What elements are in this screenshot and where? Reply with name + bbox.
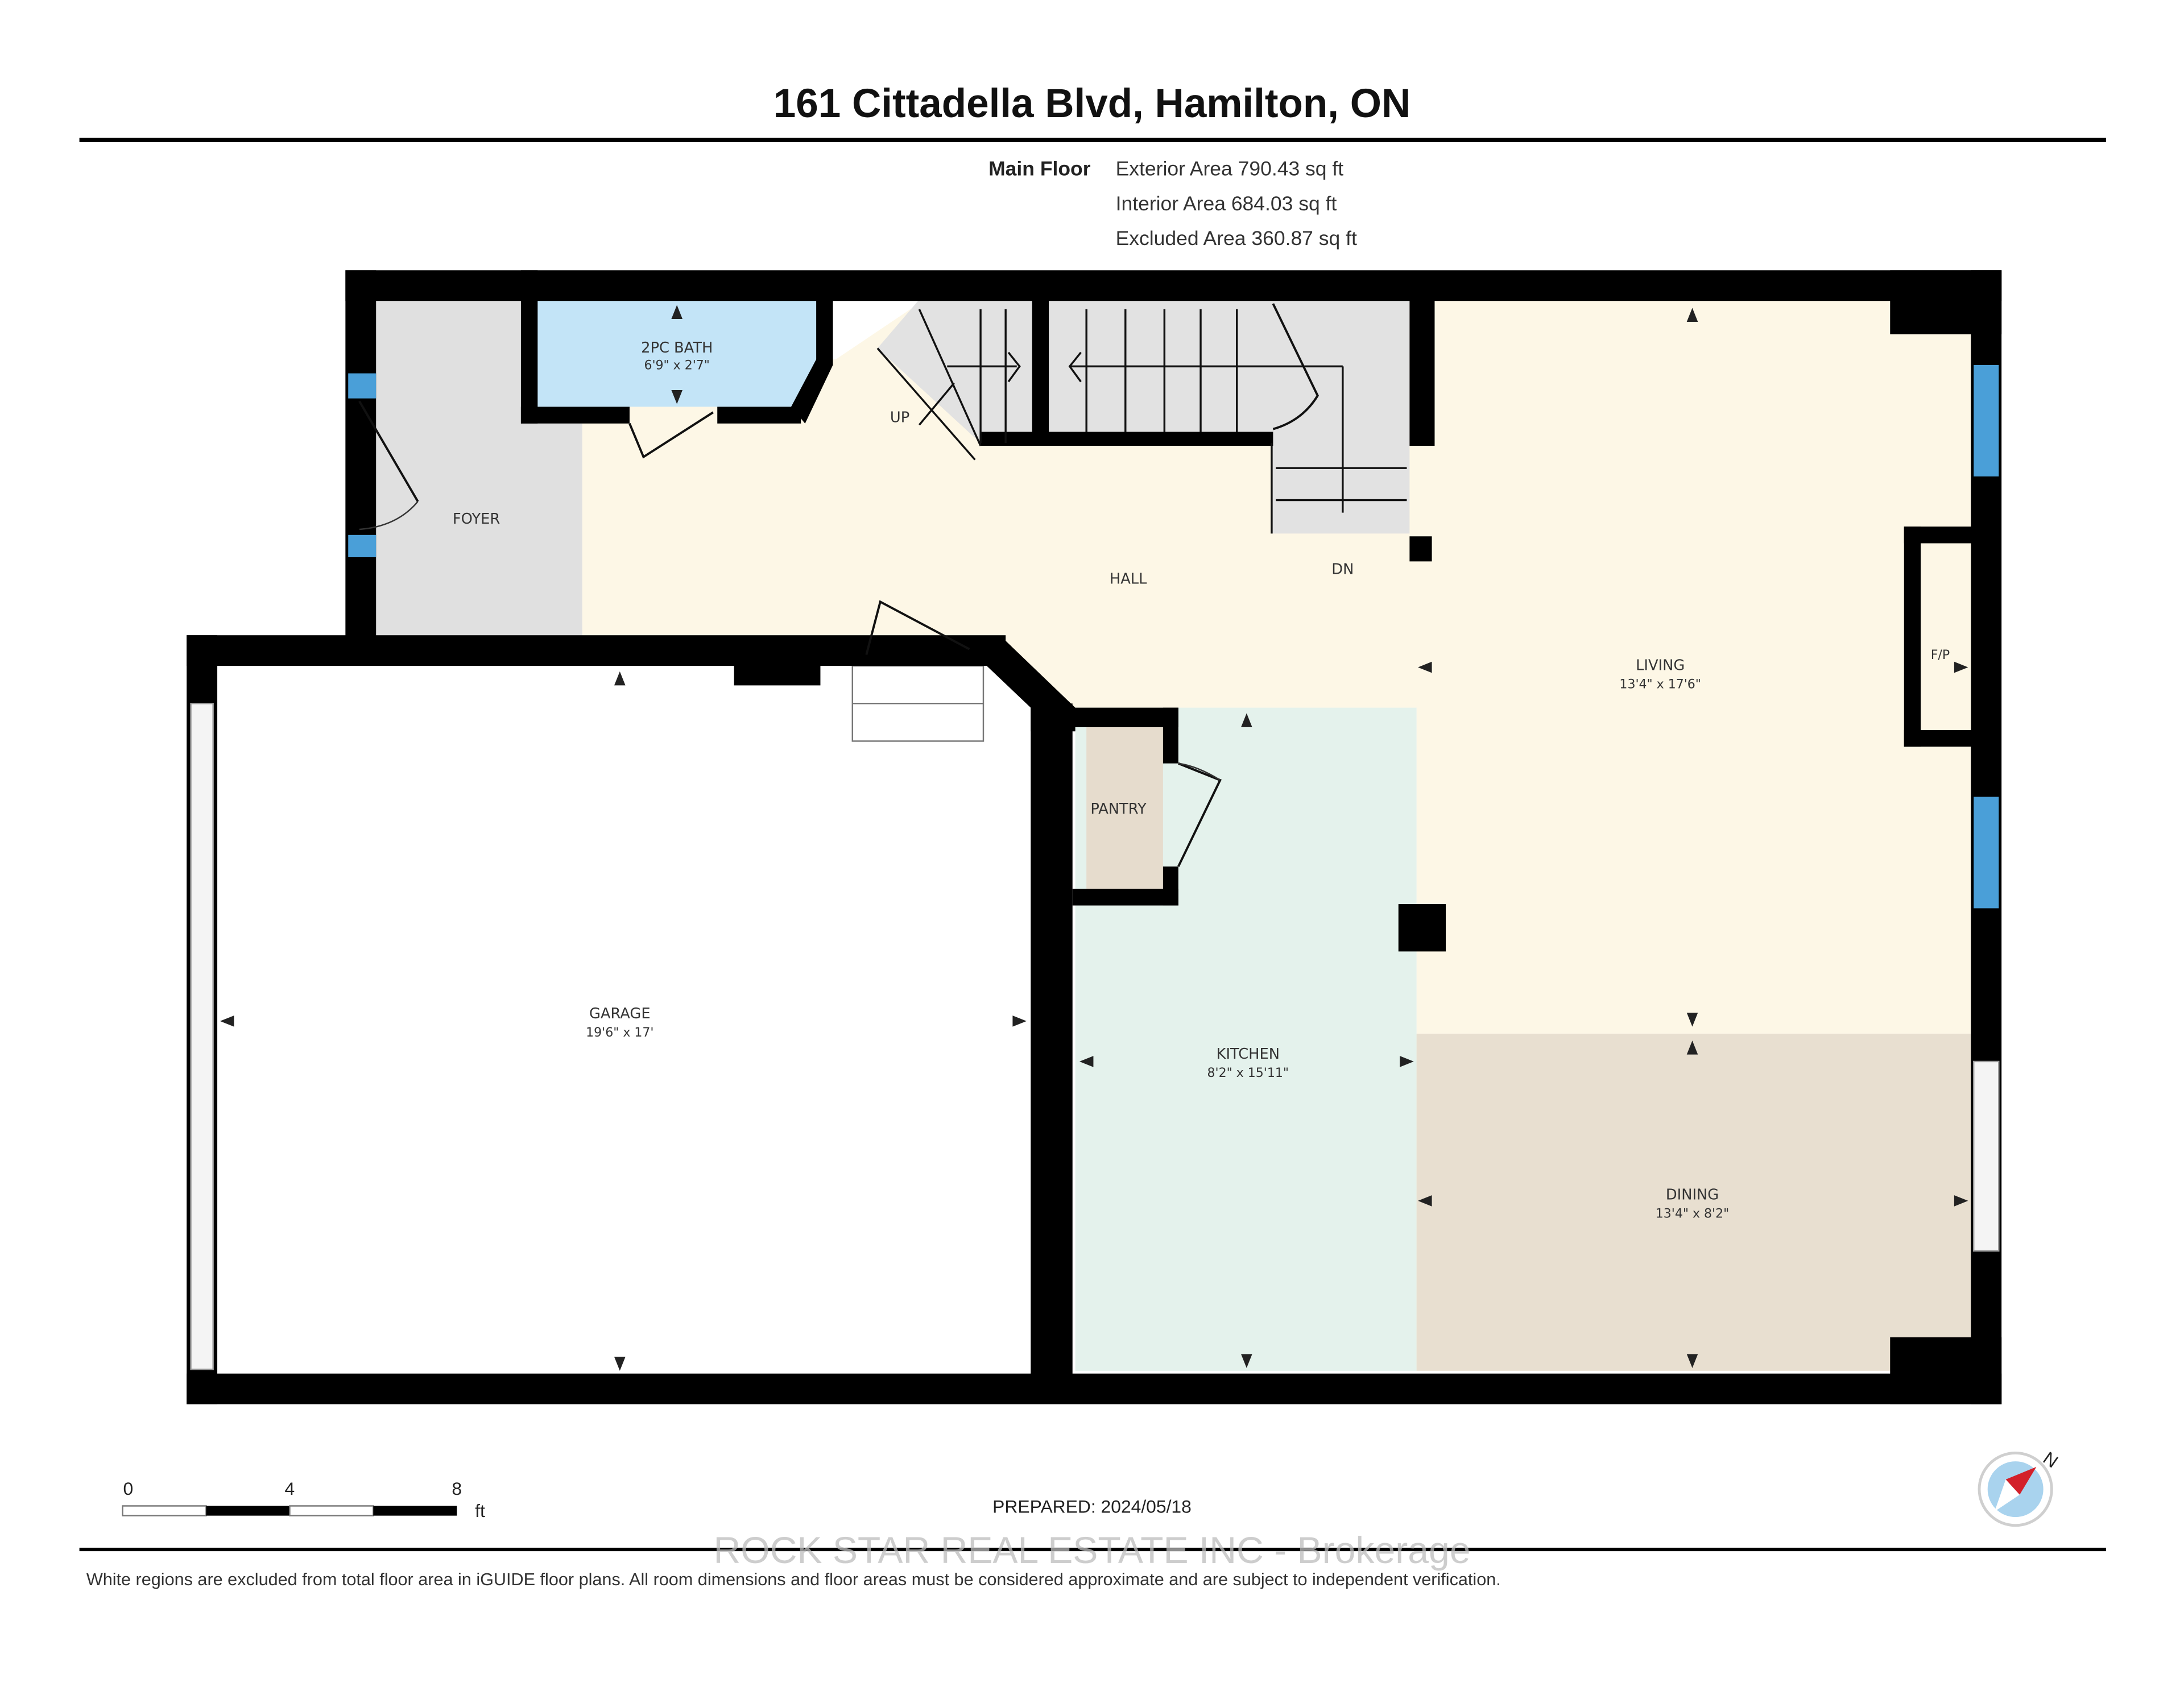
scale-tick-0: 0 (123, 1478, 133, 1499)
interior-area: Interior Area 684.03 sq ft (1116, 192, 1337, 215)
windows (190, 364, 2000, 1370)
garage-dims: 19'6" x 17' (586, 1026, 653, 1040)
bath-dims: 6'9" x 2'7" (644, 358, 709, 372)
prepared-date: PREPARED: 2024/05/18 (992, 1497, 1192, 1517)
foyer-label: FOYER (453, 511, 500, 528)
window (348, 534, 377, 558)
dining-fill (1416, 1033, 1971, 1371)
scale-unit: ft (475, 1501, 485, 1521)
window (348, 373, 377, 399)
dimension-arrows (220, 305, 1968, 1371)
garage-door (190, 703, 214, 1370)
hall-living-fill (582, 299, 1971, 1034)
pantry-fill (1086, 727, 1163, 889)
window (1974, 364, 1999, 476)
living-label: LIVING (1636, 657, 1685, 674)
window (1974, 797, 1999, 909)
stairs (876, 309, 1407, 534)
room-fills (376, 299, 1971, 1371)
patio-door (1972, 1060, 2000, 1252)
kitchen-label: KITCHEN (1217, 1046, 1280, 1063)
foyer-fill (376, 299, 582, 641)
living-dims: 13'4" x 17'6" (1619, 677, 1701, 691)
page-title: 161 Cittadella Blvd, Hamilton, ON (774, 81, 1410, 126)
bath-fill (536, 299, 818, 407)
stairs-fill (877, 299, 1410, 534)
scale-bar: 0 4 8 ft (122, 1478, 485, 1521)
header-divider (79, 138, 2106, 142)
up-label: UP (890, 409, 909, 426)
dining-label: DINING (1666, 1186, 1719, 1203)
fireplace (1921, 543, 1971, 730)
footer-divider (79, 1547, 2106, 1552)
excluded-area: Excluded Area 360.87 sq ft (1116, 227, 1357, 250)
scale-tick-8: 8 (452, 1478, 462, 1499)
garage-label: GARAGE (589, 1005, 651, 1022)
doors (358, 303, 1319, 867)
pantry-label: PANTRY (1090, 801, 1147, 818)
watermark: ROCK STAR REAL ESTATE INC - Brokerage (713, 1530, 1470, 1572)
bath-label: 2PC BATH (641, 339, 713, 357)
disclaimer: White regions are excluded from total fl… (86, 1570, 1501, 1589)
exterior-area: Exterior Area 790.43 sq ft (1116, 157, 1344, 180)
fireplace-label: F/P (1931, 648, 1950, 662)
scale-tick-4: 4 (285, 1478, 295, 1499)
dn-label: DN (1331, 561, 1354, 578)
kitchen-dims: 8'2" x 15'11" (1207, 1066, 1289, 1080)
floor-label: Main Floor (988, 157, 1091, 180)
compass-icon: N (1978, 1448, 2062, 1527)
hall-label: HALL (1110, 571, 1147, 588)
dining-dims: 13'4" x 8'2" (1656, 1207, 1729, 1221)
